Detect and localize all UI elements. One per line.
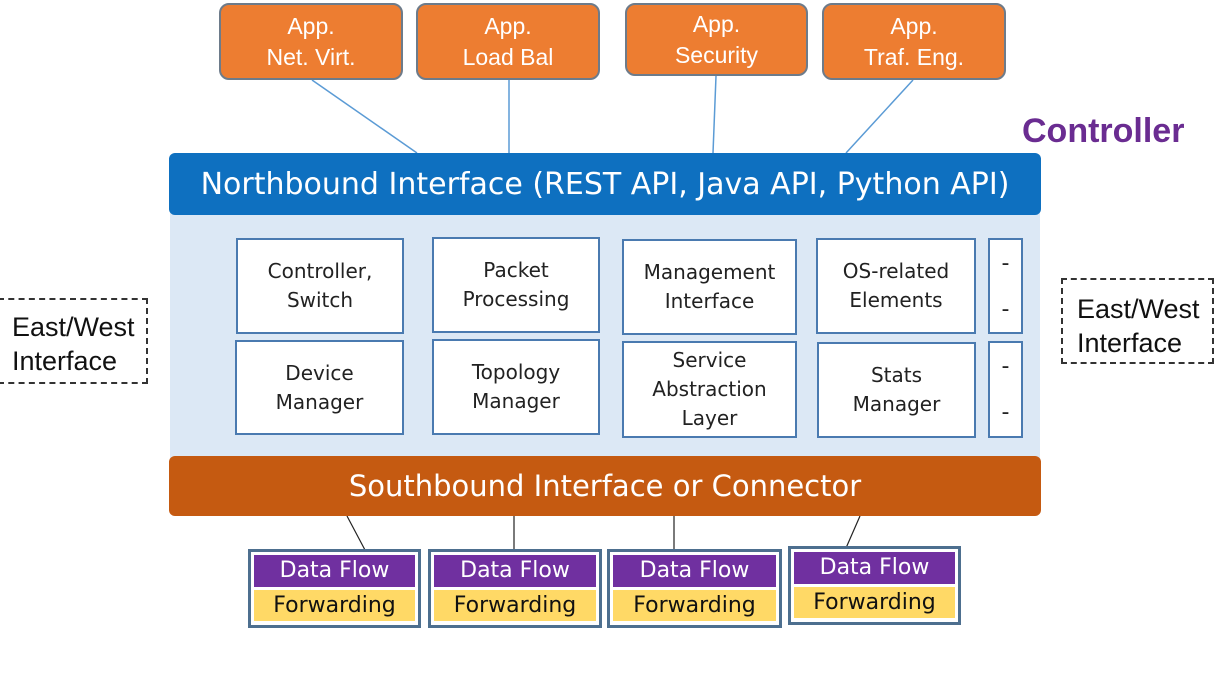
module-line2: Interface (664, 289, 755, 313)
wire-app-traf-eng (845, 79, 914, 154)
data-node-4[interactable]: Data Flow Forwarding (788, 546, 961, 625)
module-line3: Layer (681, 406, 738, 430)
app-label-line2: Net. Virt. (266, 43, 356, 70)
forwarding-label: Forwarding (434, 590, 596, 621)
wire-app-security (712, 75, 717, 154)
module-line2: Abstraction (652, 377, 767, 401)
app-label-line1: App. (484, 12, 532, 39)
module-os-related-elements[interactable]: OS-related Elements (816, 238, 976, 334)
module-line1: Management (643, 260, 776, 284)
module-line2: Manager (852, 392, 941, 416)
data-flow-label: Data Flow (254, 555, 415, 587)
module-controller-switch[interactable]: Controller, Switch (236, 238, 404, 334)
forwarding-label: Forwarding (794, 587, 955, 618)
module-line2: Elements (849, 288, 943, 312)
module-more-top[interactable]: - - (988, 238, 1023, 334)
module-packet-processing[interactable]: Packet Processing (432, 237, 600, 333)
more-marker: - (1001, 400, 1010, 426)
module-line1: Controller, (267, 259, 373, 283)
data-flow-label: Data Flow (434, 555, 596, 587)
module-line1: Stats (870, 363, 923, 387)
module-line2: Processing (462, 287, 570, 311)
app-net-virt[interactable]: App. Net. Virt. (219, 3, 403, 80)
app-label-line1: App. (890, 12, 938, 39)
module-line1: Device (285, 360, 354, 385)
module-line1: Topology (471, 360, 561, 384)
wire-app-net-virt (311, 79, 418, 154)
data-flow-label: Data Flow (613, 555, 776, 587)
app-label-line2: Load Bal (462, 43, 554, 70)
app-label-line2: Traf. Eng. (863, 43, 965, 70)
data-node-2[interactable]: Data Flow Forwarding (428, 549, 602, 628)
module-service-abstraction-layer[interactable]: Service Abstraction Layer (622, 341, 797, 438)
app-load-bal[interactable]: App. Load Bal (416, 3, 600, 80)
controller-label: Controller (1022, 112, 1185, 150)
ew-left-line2: Interface (12, 346, 118, 376)
more-marker: - (1001, 296, 1010, 322)
module-management-interface[interactable]: Management Interface (622, 239, 797, 335)
module-more-bottom[interactable]: - - (988, 341, 1023, 438)
northbound-interface[interactable]: Northbound Interface (REST API, Java API… (169, 153, 1041, 215)
module-line1: Service (672, 348, 747, 372)
app-security[interactable]: App. Security (625, 3, 808, 76)
data-node-3[interactable]: Data Flow Forwarding (607, 549, 782, 628)
data-flow-label: Data Flow (794, 552, 955, 584)
southbound-interface[interactable]: Southbound Interface or Connector (169, 456, 1041, 516)
east-west-interface-left[interactable]: East/West Interface (0, 298, 148, 384)
module-stats-manager[interactable]: Stats Manager (817, 342, 976, 438)
module-line2: Manager (275, 389, 364, 414)
wire-node-1 (346, 515, 366, 551)
app-label-line1: App. (692, 10, 741, 37)
app-traf-eng[interactable]: App. Traf. Eng. (822, 3, 1006, 80)
east-west-interface-right[interactable]: East/West Interface (1061, 278, 1214, 364)
more-marker: - (1001, 353, 1010, 379)
more-marker: - (1001, 250, 1010, 276)
forwarding-label: Forwarding (613, 590, 776, 621)
ew-right-line2: Interface (1077, 328, 1183, 358)
module-line1: Packet (483, 258, 549, 282)
module-device-manager[interactable]: Device Manager (235, 340, 404, 435)
module-line2: Switch (286, 288, 354, 312)
module-topology-manager[interactable]: Topology Manager (432, 339, 600, 435)
forwarding-label: Forwarding (254, 590, 415, 621)
app-label-line1: App. (287, 12, 335, 39)
ew-right-line1: East/West (1077, 294, 1200, 324)
ew-left-line1: East/West (12, 312, 135, 342)
app-label-line2: Security (674, 41, 759, 68)
module-line1: OS-related (842, 259, 950, 283)
data-node-1[interactable]: Data Flow Forwarding (248, 549, 421, 628)
wire-node-4 (845, 515, 861, 549)
module-line2: Manager (472, 389, 560, 413)
